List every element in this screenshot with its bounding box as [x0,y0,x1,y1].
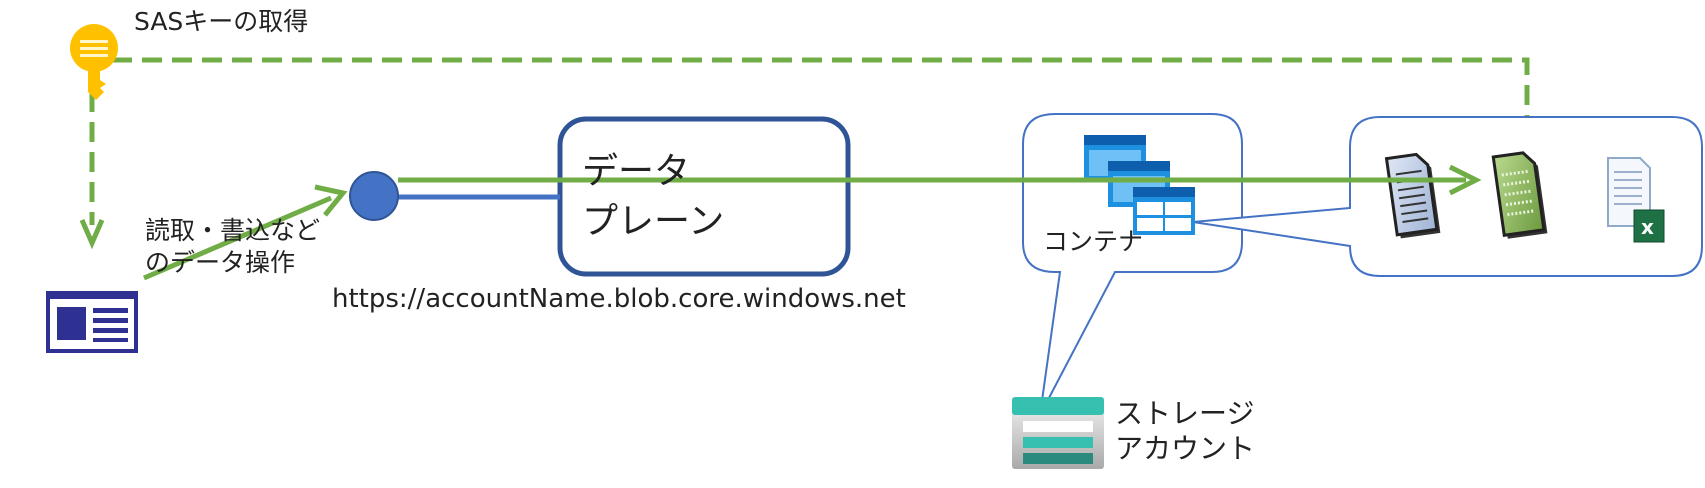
document-icon [1384,152,1441,239]
sas-key-label: SASキーの取得 [134,7,309,36]
data-flow-arrow [143,164,1482,281]
excel-file-icon: x [1607,157,1665,243]
data-plane-label: データ プレーン [582,151,725,242]
storage-account-icon [1012,397,1104,469]
client-app-icon [46,291,138,353]
container-label: コンテナ [1043,227,1144,256]
data-operations-label: 読取・書込など のデータ操作 [145,216,321,277]
blob-panel [1192,116,1703,277]
storage-account-label: ストレージ アカウント [1115,397,1256,465]
key-icon [70,24,118,100]
binary-file-icon [1491,151,1548,239]
svg-text:x: x [1641,215,1654,239]
endpoint-url-label: https://accountName.blob.core.windows.ne… [332,284,906,314]
endpoint-node [349,171,399,221]
